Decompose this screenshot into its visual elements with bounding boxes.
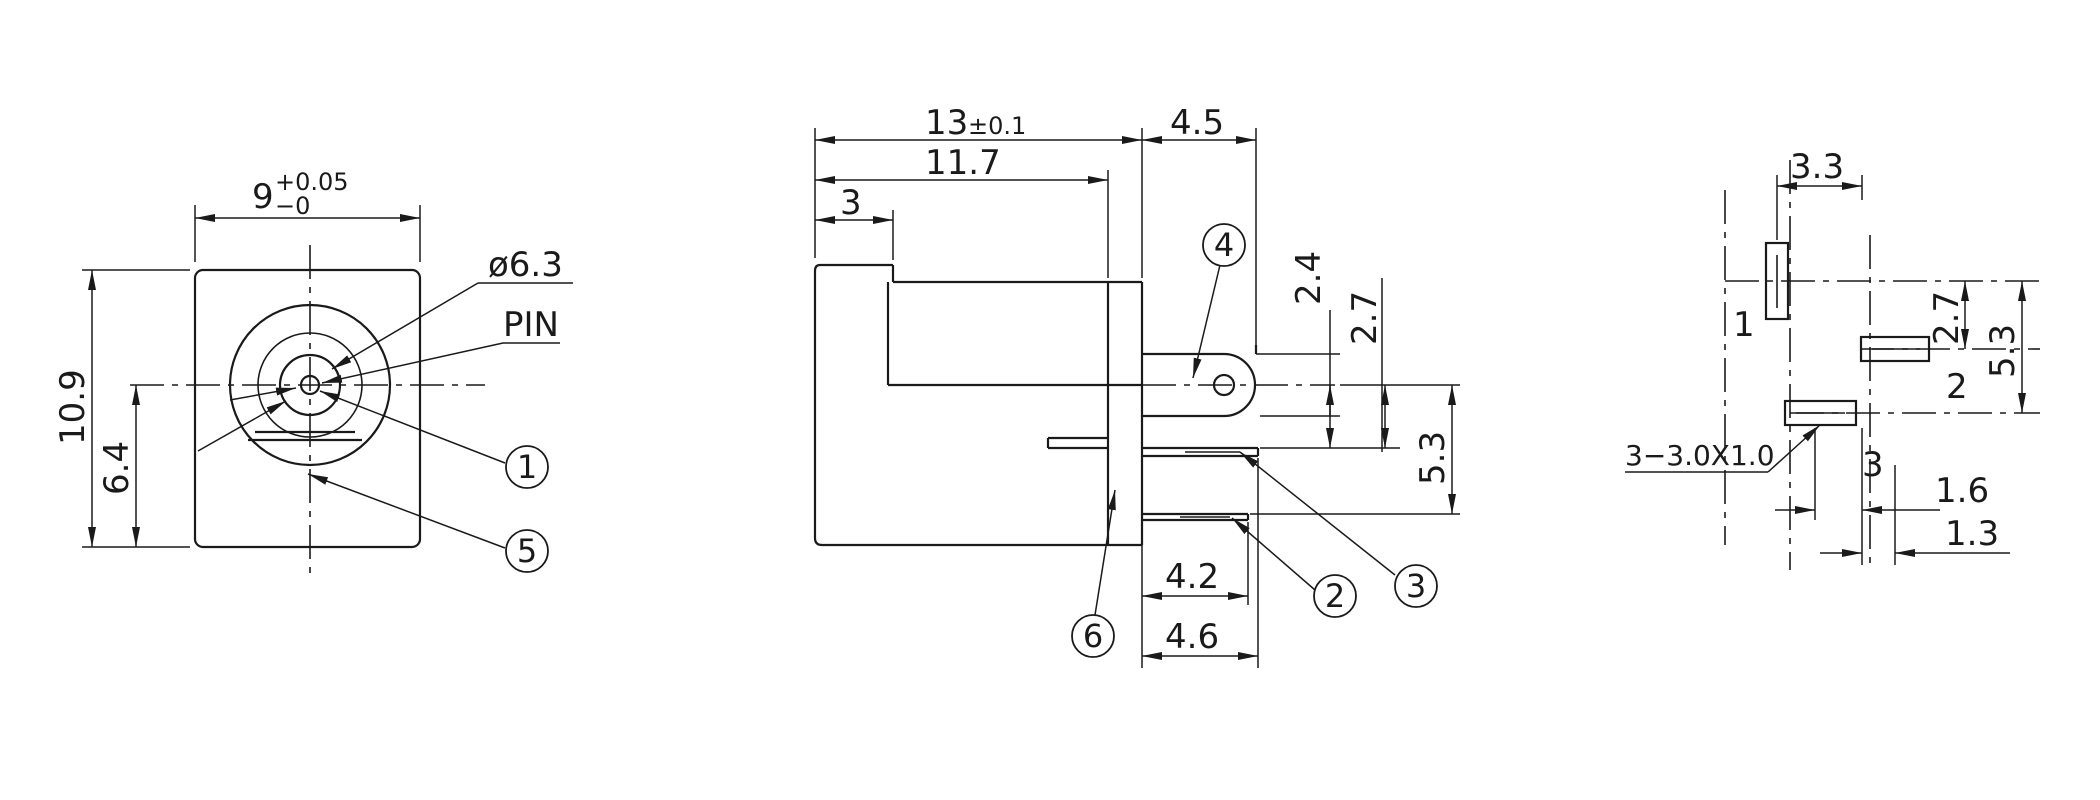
callout-6-leader xyxy=(1094,489,1116,616)
side-view: 13 ±0.1 11.7 3 4.5 2.4 2.7 5.3 4.2 xyxy=(813,103,1460,668)
offset-a-text: 1.6 xyxy=(1935,471,1989,511)
pin-height-b-text: 2.7 xyxy=(1345,291,1385,345)
hole-spec-text: 3−3.0X1.0 xyxy=(1625,439,1775,472)
width-dim-text: 9 xyxy=(252,177,274,217)
pin-height-a-text: 2.4 xyxy=(1289,251,1329,305)
height-dim-text: 10.9 xyxy=(53,369,93,445)
side-body-outline xyxy=(813,263,1142,547)
jack-inner-ring xyxy=(257,332,363,438)
width-tol-plus: +0.05 xyxy=(275,168,349,196)
callout-2-leader xyxy=(1231,517,1316,591)
pin-text: PIN xyxy=(503,305,559,345)
callout-2-text: 2 xyxy=(1325,577,1345,615)
offset-b-text: 1.3 xyxy=(1945,514,1999,554)
callout-5-leader xyxy=(307,473,506,549)
pcb-spacing-y-b-text: 5.3 xyxy=(1983,324,2023,378)
callout-6-text: 6 xyxy=(1083,617,1103,655)
term-long-dim-text: 4.6 xyxy=(1165,617,1219,657)
spacing-dim-text: 5.3 xyxy=(1413,431,1453,485)
callout-3-bubble xyxy=(1394,564,1438,608)
front-body-outline xyxy=(193,268,422,549)
jack-bore-circle xyxy=(278,353,342,417)
dia-text: ø6.3 xyxy=(488,245,563,285)
dia-leader-line xyxy=(331,282,479,370)
callout-5-text: 5 xyxy=(517,532,537,570)
nose-dim-text: 3 xyxy=(840,183,862,223)
pad-3 xyxy=(1783,399,1858,427)
callout-3-leader xyxy=(1239,451,1396,576)
pcb-spacing-x-text: 3.3 xyxy=(1790,147,1844,187)
pcb-layout: 3.3 2.7 5.3 1 2 3 3−3.0X1.0 1.6 1.3 xyxy=(1625,147,2040,570)
front-view: 9 +0.05 −0 10.9 6.4 ø6.3 PIN 1 5 xyxy=(53,168,573,575)
pcb-spacing-y-a-text: 2.7 xyxy=(1927,291,1967,345)
center-height-dim-text: 6.4 xyxy=(97,441,137,495)
callout-5-bubble xyxy=(505,529,549,573)
pad-2 xyxy=(1859,335,1931,363)
pad-2-label: 2 xyxy=(1946,367,1968,407)
callout-1-text: 1 xyxy=(517,448,537,486)
callout-3-text: 3 xyxy=(1406,567,1426,605)
callout-1-bubble xyxy=(505,445,549,489)
width-tol-minus: −0 xyxy=(275,192,310,220)
center-pin xyxy=(299,374,321,396)
jack-outer-circle xyxy=(228,303,392,467)
pad-3-label: 3 xyxy=(1862,445,1884,485)
pad-1-label: 1 xyxy=(1733,305,1755,345)
callout-1-leader xyxy=(319,390,506,464)
overall-dim-text: 13 xyxy=(925,103,968,143)
callout-4-bubble xyxy=(1202,223,1246,267)
pin-leader-line xyxy=(321,342,504,384)
pin-leader-lower xyxy=(229,387,297,401)
term-short-dim-text: 4.2 xyxy=(1165,557,1219,597)
body-dim-text: 11.7 xyxy=(925,143,1001,183)
reach-dim-text: 4.5 xyxy=(1170,103,1224,143)
overall-tol-text: ±0.1 xyxy=(968,112,1026,140)
callout-6-bubble xyxy=(1071,614,1115,658)
hole-spec-leader xyxy=(1767,424,1821,473)
callout-4-text: 4 xyxy=(1214,226,1234,264)
dia-leader-lower xyxy=(197,400,287,452)
callout-4-leader xyxy=(1192,264,1221,379)
callout-2-bubble xyxy=(1313,574,1357,618)
pad-1 xyxy=(1764,241,1790,321)
